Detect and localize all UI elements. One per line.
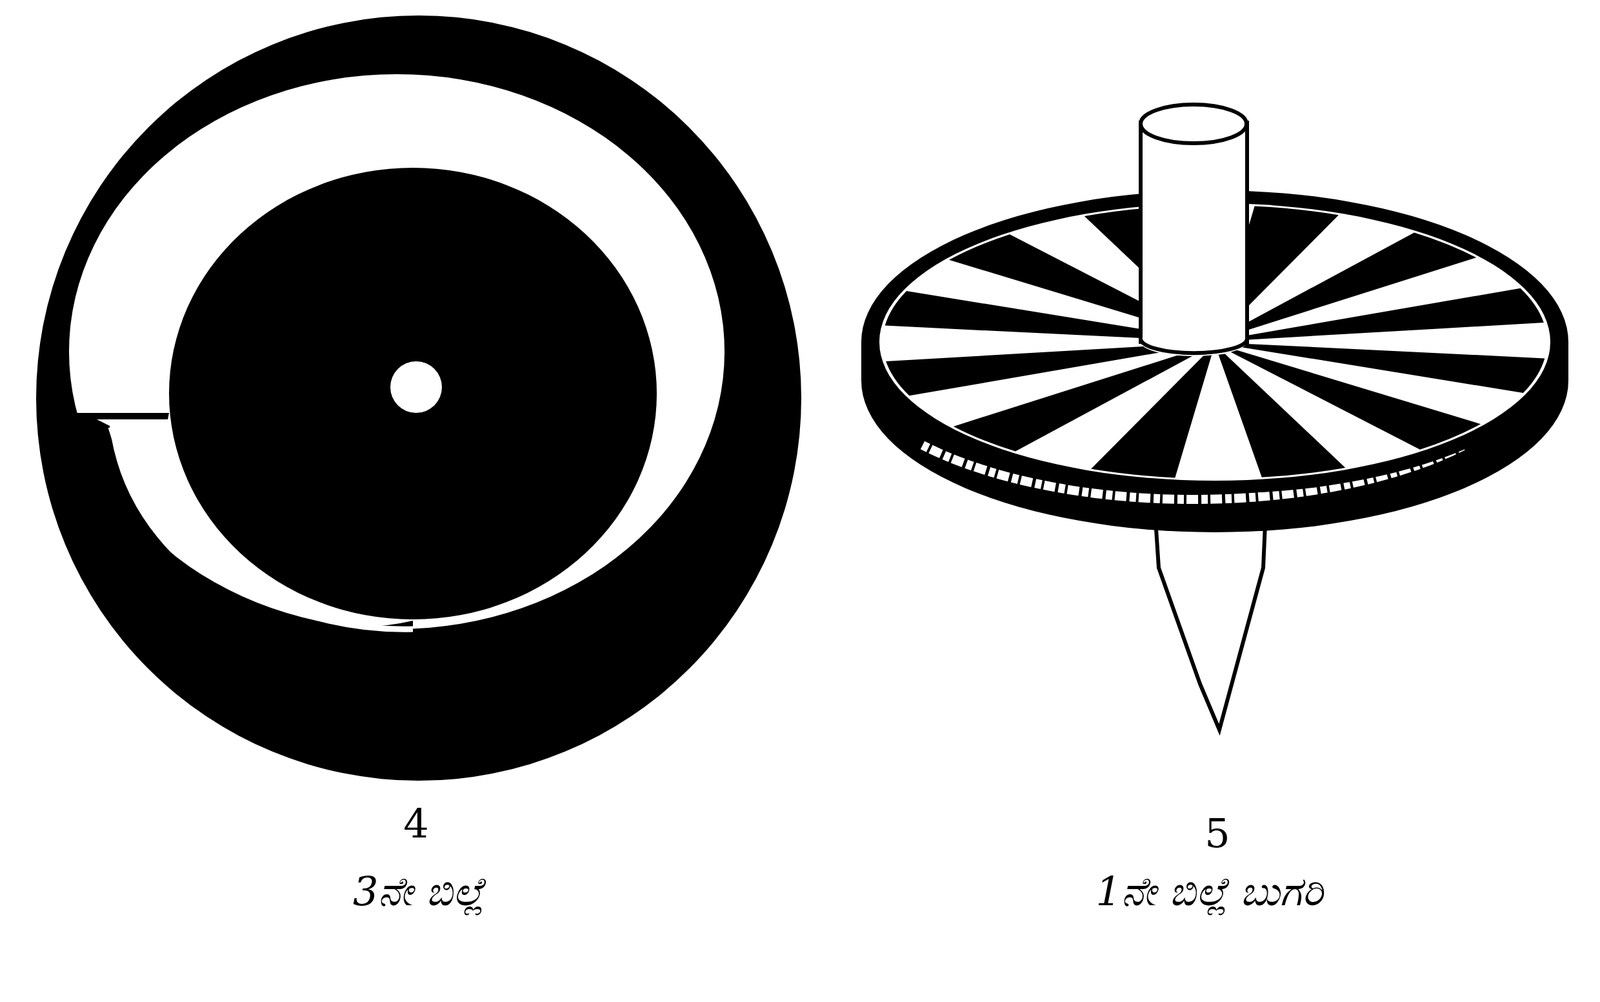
- disk-figure: [36, 15, 802, 781]
- top-sector: [885, 343, 1191, 396]
- figure-number: 4: [403, 800, 429, 848]
- figure-caption: 3ನೇ ಬಿಲ್ಲೆ: [352, 867, 485, 915]
- spinning-top: [861, 104, 1569, 730]
- top-sector: [1218, 353, 1346, 477]
- top-sector: [1238, 288, 1544, 340]
- figure-number: 5: [1204, 809, 1230, 857]
- figure-caption: 1ನೇ ಬಿಲ್ಲೆ ಬುಗರಿ: [1096, 867, 1324, 915]
